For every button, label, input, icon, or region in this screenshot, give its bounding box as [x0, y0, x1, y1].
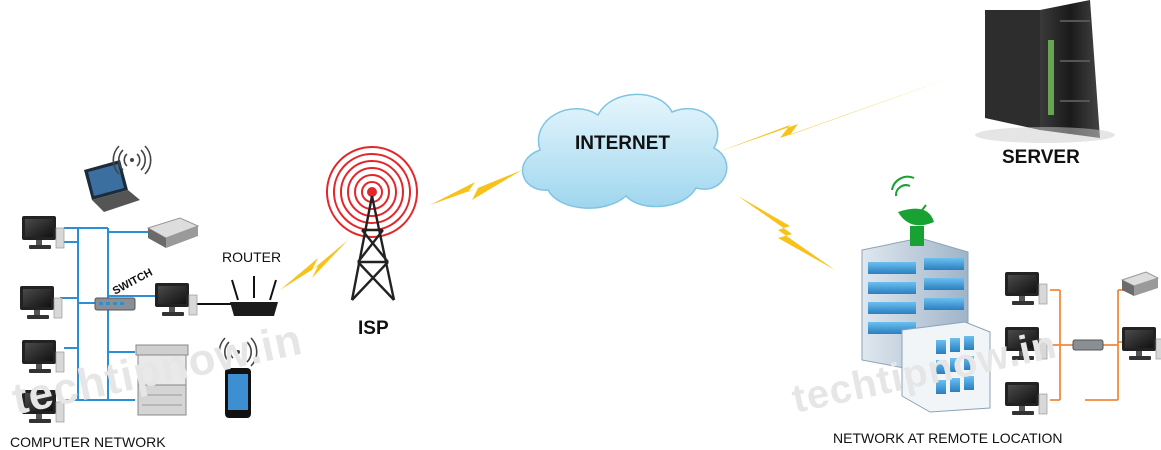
printer-icon: [1120, 271, 1160, 296]
photocopier-icon: [135, 344, 189, 416]
remote-cables: [1050, 289, 1128, 401]
network-switch-icon: [1072, 339, 1104, 351]
desktop-computer-icon: [154, 282, 198, 317]
desktop-computer-icon: [1121, 326, 1161, 361]
lan-cables: [60, 227, 155, 401]
internet-label: INTERNET: [575, 133, 670, 154]
laptop-icon: [84, 160, 140, 212]
server-label: SERVER: [1002, 147, 1080, 168]
server-icon: [975, 0, 1115, 143]
desktop-computer-icon: [1004, 381, 1048, 416]
computer-network-label: COMPUTER NETWORK: [10, 434, 166, 450]
lightning-links: [280, 78, 950, 290]
satellite-dish-icon: [891, 175, 934, 246]
smartphone-icon: [225, 368, 251, 418]
desktop-computer-icon: [19, 285, 63, 320]
lightning-internet-server: [718, 78, 950, 152]
cell-tower-icon: [326, 146, 418, 301]
isp-label: ISP: [358, 318, 389, 339]
lightning-internet-remote: [738, 196, 835, 270]
router-label: ROUTER: [222, 249, 282, 265]
desktop-computer-icon: [21, 215, 65, 250]
network-switch-icon: [94, 297, 136, 311]
desktop-computer-icon: [1004, 271, 1048, 306]
lightning-isp-internet: [430, 170, 522, 205]
office-building-icon: [861, 237, 991, 413]
printer-icon: [146, 217, 200, 248]
remote-network-label: NETWORK AT REMOTE LOCATION: [833, 430, 1063, 446]
cloud-icon: [521, 93, 728, 209]
router-icon: [230, 276, 278, 316]
lightning-router-isp: [280, 240, 348, 290]
